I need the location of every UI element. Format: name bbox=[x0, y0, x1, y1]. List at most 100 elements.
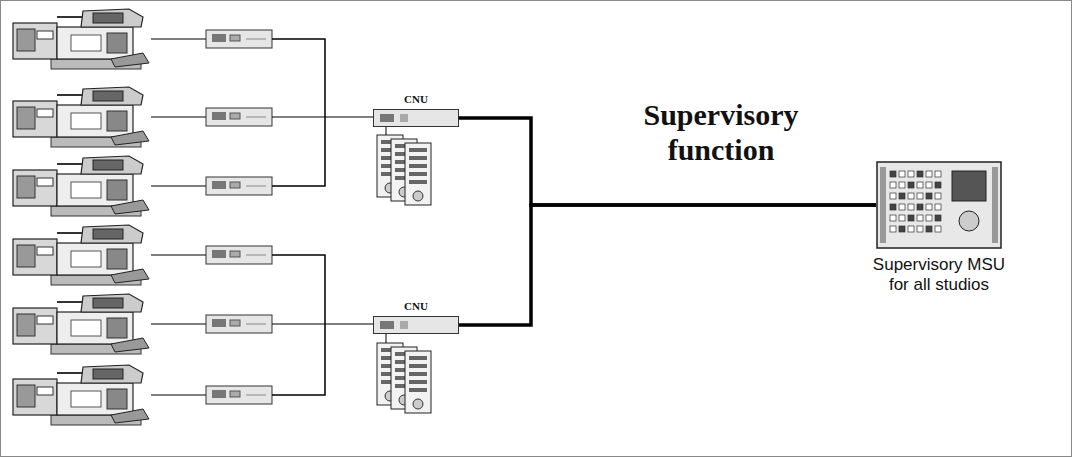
ccu-box bbox=[206, 177, 272, 195]
cnu-detail bbox=[400, 114, 408, 122]
camera-mic bbox=[57, 94, 83, 96]
camera-viewfinder bbox=[81, 9, 143, 27]
camera-viewfinder bbox=[81, 365, 143, 383]
function-label: Supervisory function bbox=[591, 97, 851, 167]
rcp-buttons bbox=[409, 364, 427, 368]
ccu-detail bbox=[230, 113, 240, 119]
viewfinder-screen bbox=[93, 160, 123, 170]
msu-button bbox=[890, 193, 896, 199]
camera-panel bbox=[71, 391, 101, 407]
ccu-box bbox=[206, 386, 272, 404]
msu-button bbox=[890, 226, 896, 232]
rcp-buttons bbox=[409, 148, 427, 152]
msu-button bbox=[935, 215, 941, 221]
cable-line bbox=[151, 323, 206, 324]
rcp-buttons bbox=[409, 388, 427, 392]
rcp-panel bbox=[405, 351, 431, 413]
msu-button bbox=[926, 215, 932, 221]
rcp-buttons bbox=[409, 180, 427, 184]
cnu-detail bbox=[380, 114, 394, 122]
ccu-box bbox=[206, 30, 272, 48]
msu-button bbox=[899, 182, 905, 188]
ccu-detail bbox=[230, 320, 240, 326]
camera-lens-detail bbox=[37, 178, 53, 186]
cnu-detail bbox=[400, 321, 408, 329]
camera-lens-box bbox=[13, 308, 57, 344]
rcp-cable bbox=[386, 127, 387, 135]
msu-button bbox=[908, 226, 914, 232]
ccu-box bbox=[206, 108, 272, 126]
camera-lens-box bbox=[13, 101, 57, 137]
ccu-detail bbox=[212, 112, 226, 120]
camera-illustration bbox=[13, 225, 149, 285]
ccu-detail bbox=[212, 34, 226, 42]
camera-viewfinder bbox=[81, 225, 143, 243]
msu-button bbox=[935, 171, 941, 177]
camera-mic bbox=[57, 232, 83, 234]
ccu-unit bbox=[206, 108, 272, 126]
camera-side bbox=[107, 180, 127, 200]
device-caption: Supervisory MSU for all studios bbox=[839, 255, 1039, 295]
ccu-detail bbox=[212, 181, 226, 189]
msu-button bbox=[908, 182, 914, 188]
camera-side bbox=[107, 249, 127, 269]
msu-button bbox=[908, 171, 914, 177]
camera-panel bbox=[71, 182, 101, 198]
msu-button bbox=[899, 204, 905, 210]
camera-lens-front bbox=[17, 245, 35, 267]
camera-panel bbox=[71, 320, 101, 336]
camera-panel bbox=[71, 251, 101, 267]
msu-button bbox=[917, 226, 923, 232]
camera-side bbox=[107, 33, 127, 53]
msu-button bbox=[917, 182, 923, 188]
msu-button bbox=[926, 226, 932, 232]
rack-ear bbox=[992, 167, 998, 243]
ccu-box bbox=[206, 246, 272, 264]
ccu-detail bbox=[246, 39, 266, 40]
camera-mic bbox=[57, 372, 83, 374]
supervisory-msu: Supervisory MSU for all studios bbox=[839, 161, 1039, 295]
camera-viewfinder bbox=[81, 87, 143, 105]
rcp-buttons bbox=[409, 172, 427, 176]
camera-panel bbox=[71, 113, 101, 129]
msu-housing bbox=[877, 162, 1001, 248]
camera-illustration bbox=[13, 156, 149, 216]
rcp-buttons bbox=[409, 372, 427, 376]
cable-line bbox=[272, 116, 373, 117]
cable-line bbox=[151, 38, 206, 39]
msu-device bbox=[876, 161, 1002, 249]
camera-lens-box bbox=[13, 170, 57, 206]
rack-ear bbox=[880, 167, 886, 243]
camera-illustration bbox=[13, 87, 149, 147]
cable-line bbox=[272, 255, 325, 395]
camera-panel bbox=[71, 35, 101, 51]
camera-lens-detail bbox=[37, 316, 53, 324]
camera-lens-box bbox=[13, 239, 57, 275]
camera-body bbox=[57, 383, 133, 415]
ccu-unit bbox=[206, 246, 272, 264]
rcp-buttons bbox=[409, 380, 427, 384]
ccu-detail bbox=[230, 182, 240, 188]
msu-button bbox=[890, 182, 896, 188]
rcp-body bbox=[405, 143, 431, 205]
cable-line bbox=[151, 185, 206, 186]
camera-lens-detail bbox=[37, 109, 53, 117]
camera-mic bbox=[57, 163, 83, 165]
ccu-detail bbox=[246, 186, 266, 187]
ccu-detail bbox=[212, 319, 226, 327]
msu-button bbox=[935, 204, 941, 210]
rcp-body bbox=[405, 351, 431, 413]
ccu-unit bbox=[206, 177, 272, 195]
unit-label: CNU bbox=[373, 93, 459, 106]
msu-button bbox=[899, 193, 905, 199]
msu-button bbox=[917, 215, 923, 221]
cable-line bbox=[151, 254, 206, 255]
cable-line bbox=[272, 39, 325, 186]
camera-body bbox=[57, 174, 133, 206]
unit-label: CNU bbox=[373, 300, 459, 313]
camera-lens-front bbox=[17, 314, 35, 336]
camera-lens-front bbox=[17, 107, 35, 129]
msu-button bbox=[926, 204, 932, 210]
msu-button bbox=[926, 193, 932, 199]
